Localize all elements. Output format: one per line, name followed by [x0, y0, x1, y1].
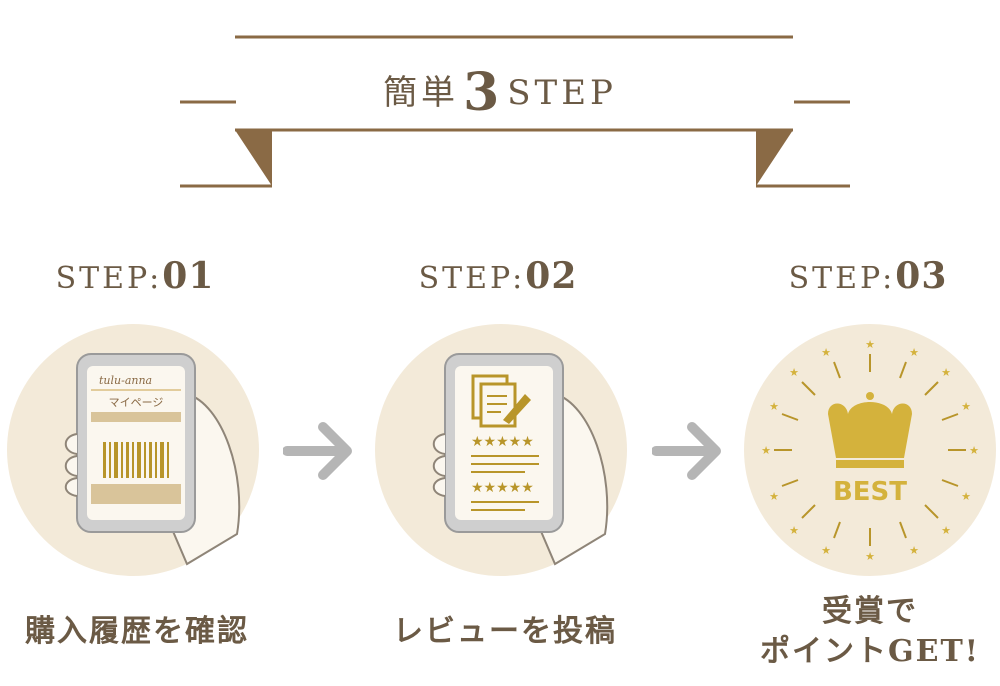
- svg-text:★: ★: [769, 490, 779, 503]
- svg-text:★★★★★: ★★★★★: [471, 434, 534, 450]
- step-caption-03: 受賞で ポイントGET!: [720, 592, 1000, 672]
- step-caption-03-line2: ポイントGET!: [760, 634, 980, 669]
- svg-text:★: ★: [769, 400, 779, 413]
- arrow-right-icon: [283, 422, 352, 480]
- svg-text:マイページ: マイページ: [109, 396, 164, 409]
- step-caption-01: 購入履歴を確認: [25, 614, 249, 649]
- svg-text:★★★★★: ★★★★★: [471, 480, 534, 496]
- step-label-01: STEP:01: [55, 255, 215, 297]
- phone-review-icon: ★★★★★ ★★★★★: [375, 324, 627, 576]
- svg-text:★: ★: [761, 444, 771, 457]
- step-caption-02: レビューを投稿: [393, 614, 617, 649]
- svg-text:★: ★: [941, 524, 951, 537]
- svg-text:★: ★: [789, 524, 799, 537]
- svg-text:★: ★: [961, 490, 971, 503]
- svg-text:★: ★: [865, 338, 875, 351]
- step-caption-03-line1: 受賞で: [822, 594, 918, 629]
- title-banner: [180, 35, 850, 188]
- svg-text:★: ★: [969, 444, 979, 457]
- svg-text:★: ★: [789, 366, 799, 379]
- step-label-02: STEP:02: [418, 255, 578, 297]
- svg-text:★: ★: [821, 544, 831, 557]
- svg-text:★: ★: [865, 550, 875, 563]
- arrow-right-icon: [652, 422, 721, 480]
- svg-text:★: ★: [821, 346, 831, 359]
- svg-text:★: ★: [909, 346, 919, 359]
- step-label-03: STEP:03: [788, 255, 948, 297]
- crown-best-icon: ★ ★ ★ ★ ★ ★ ★ ★ ★ ★ ★ ★ ★ ★ ★ ★ BEST: [744, 324, 996, 576]
- phone-barcode-icon: tulu-anna マイページ: [7, 324, 259, 576]
- svg-text:★: ★: [909, 544, 919, 557]
- svg-text:★: ★: [941, 366, 951, 379]
- svg-text:tulu-anna: tulu-anna: [99, 374, 152, 387]
- svg-text:★: ★: [961, 400, 971, 413]
- svg-text:BEST: BEST: [833, 477, 907, 507]
